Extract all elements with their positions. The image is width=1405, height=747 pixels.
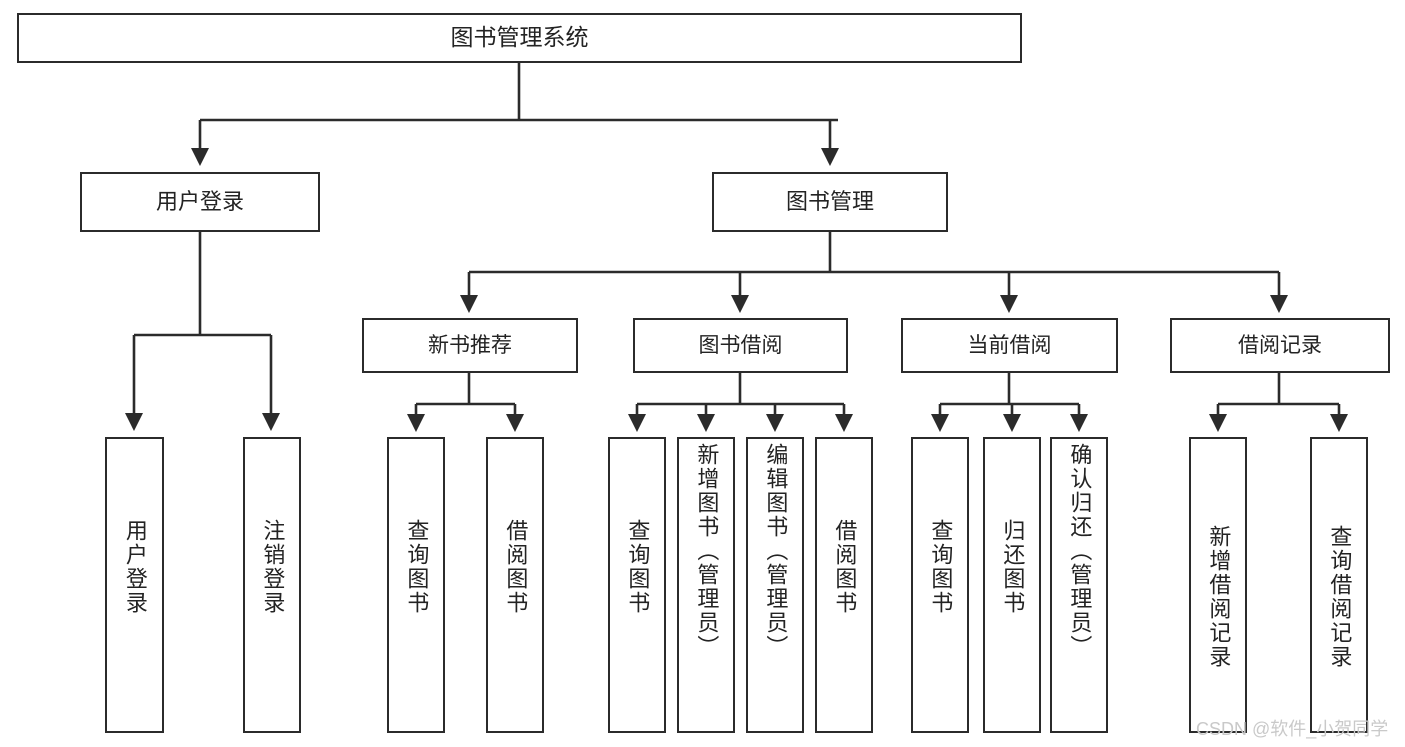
node-leaf-borrow-book-2-label: 借阅图书 <box>832 519 858 615</box>
node-leaf-user-login-label: 用户登录 <box>122 519 148 615</box>
node-borrow-record-label: 借阅记录 <box>1238 333 1322 357</box>
node-leaf-confirm-return-admin[interactable]: 确认归还（管理员） <box>1050 437 1108 733</box>
node-user-login-label: 用户登录 <box>155 188 244 214</box>
node-user-login[interactable]: 用户登录 <box>80 172 320 232</box>
node-leaf-edit-book-admin-label: 编辑图书（管理员） <box>763 443 789 659</box>
node-leaf-user-login[interactable]: 用户登录 <box>105 437 164 733</box>
node-leaf-query-book-1-label: 查询图书 <box>404 519 430 615</box>
node-leaf-edit-book-admin[interactable]: 编辑图书（管理员） <box>746 437 804 733</box>
node-leaf-add-book-admin-label: 新增图书（管理员） <box>694 443 720 659</box>
node-leaf-logout-login-label: 注销登录 <box>260 519 286 615</box>
node-new-book-recommend-label: 新书推荐 <box>428 333 512 357</box>
node-book-manage[interactable]: 图书管理 <box>712 172 948 232</box>
node-leaf-query-book-1[interactable]: 查询图书 <box>387 437 445 733</box>
node-leaf-query-book-2-label: 查询图书 <box>625 519 651 615</box>
node-leaf-logout-login[interactable]: 注销登录 <box>243 437 301 733</box>
node-current-borrow-label: 当前借阅 <box>967 333 1052 357</box>
node-book-borrow[interactable]: 图书借阅 <box>633 318 848 373</box>
node-leaf-borrow-book-1[interactable]: 借阅图书 <box>486 437 544 733</box>
node-leaf-add-book-admin[interactable]: 新增图书（管理员） <box>677 437 735 733</box>
csdn-watermark: CSDN @软件_小贺同学 <box>1196 719 1389 739</box>
node-book-borrow-label: 图书借阅 <box>698 333 783 357</box>
node-leaf-borrow-book-1-label: 借阅图书 <box>503 519 529 615</box>
node-book-manage-label: 图书管理 <box>785 188 874 214</box>
node-leaf-return-book[interactable]: 归还图书 <box>983 437 1041 733</box>
node-leaf-add-borrow-record-label: 新增借阅记录 <box>1206 525 1232 669</box>
node-leaf-borrow-book-2[interactable]: 借阅图书 <box>815 437 873 733</box>
node-leaf-query-book-3[interactable]: 查询图书 <box>911 437 969 733</box>
node-root[interactable]: 图书管理系统 <box>17 13 1022 63</box>
node-leaf-confirm-return-admin-label: 确认归还（管理员） <box>1067 443 1093 659</box>
node-leaf-query-borrow-record[interactable]: 查询借阅记录 <box>1310 437 1368 733</box>
node-leaf-return-book-label: 归还图书 <box>1000 519 1026 615</box>
node-leaf-query-book-3-label: 查询图书 <box>928 519 954 615</box>
node-new-book-recommend[interactable]: 新书推荐 <box>362 318 578 373</box>
node-borrow-record[interactable]: 借阅记录 <box>1170 318 1390 373</box>
node-leaf-query-borrow-record-label: 查询借阅记录 <box>1327 525 1353 669</box>
node-leaf-add-borrow-record[interactable]: 新增借阅记录 <box>1189 437 1247 733</box>
node-root-label: 图书管理系统 <box>450 24 589 51</box>
node-current-borrow[interactable]: 当前借阅 <box>901 318 1118 373</box>
node-leaf-query-book-2[interactable]: 查询图书 <box>608 437 666 733</box>
